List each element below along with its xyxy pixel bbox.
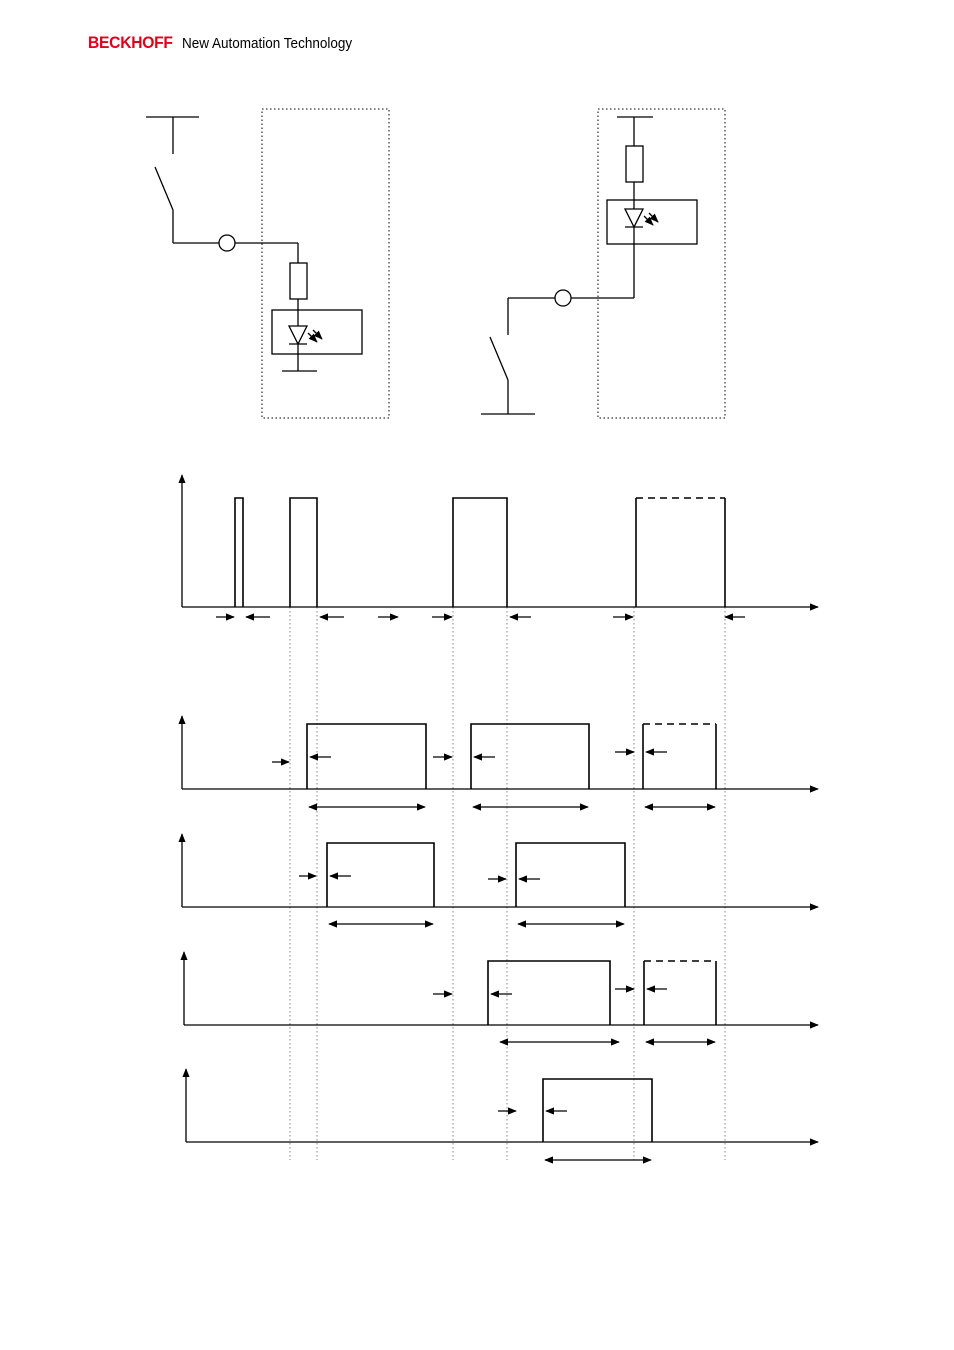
circuit-negative-switching bbox=[481, 108, 726, 419]
trace5-pulse-1 bbox=[542, 1078, 653, 1142]
optocoupler-2 bbox=[606, 199, 698, 245]
brand-tagline: New Automation Technology bbox=[182, 35, 353, 52]
trace2-pulse-1 bbox=[306, 723, 427, 789]
led-diode-1 bbox=[287, 325, 309, 346]
trace-output-4 bbox=[180, 951, 819, 1046]
module-boundary-1 bbox=[261, 108, 390, 419]
trace4-pulse-1 bbox=[487, 960, 611, 1025]
input-pulse-2 bbox=[289, 497, 318, 607]
led-diode-2 bbox=[623, 208, 645, 229]
input-terminal-1 bbox=[218, 234, 236, 252]
circuit-positive-switching bbox=[146, 108, 390, 419]
switch-contact-1 bbox=[154, 166, 174, 211]
trace2-pulse-2 bbox=[470, 723, 590, 789]
trace3-pulse-2 bbox=[515, 842, 626, 907]
input-pulse-1 bbox=[234, 497, 244, 607]
module-boundary-2 bbox=[597, 108, 726, 419]
trace-output-3 bbox=[178, 833, 819, 928]
time-reference-lines bbox=[289, 607, 726, 1160]
page-header: BECKHOFF New Automation Technology bbox=[88, 33, 371, 57]
input-terminal-2 bbox=[554, 289, 572, 307]
brand-logo: BECKHOFF bbox=[88, 33, 173, 52]
resistor-2 bbox=[625, 145, 644, 183]
trace-output-5 bbox=[182, 1068, 819, 1164]
optocoupler-1 bbox=[271, 309, 363, 355]
input-pulse-3 bbox=[452, 497, 508, 607]
trace-input-signal bbox=[178, 474, 819, 621]
trace3-pulse-1 bbox=[326, 842, 435, 907]
trace-output-2 bbox=[178, 715, 819, 811]
switch-contact-2 bbox=[489, 336, 509, 381]
resistor-1 bbox=[289, 262, 308, 300]
